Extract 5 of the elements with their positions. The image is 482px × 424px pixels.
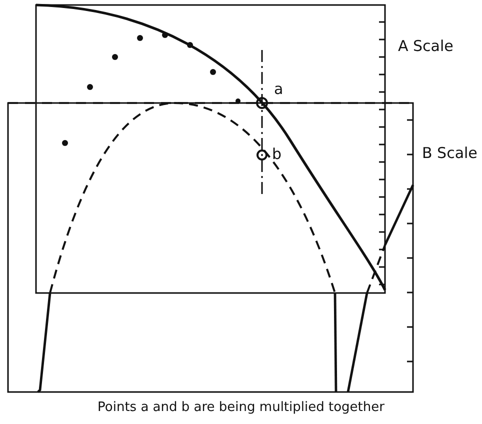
scale-label: A Scale (398, 39, 454, 54)
point-label: b (272, 147, 282, 162)
caption: Points a and b are being multiplied together (96, 401, 386, 414)
scale-label: B Scale (422, 146, 478, 161)
point-label: a (274, 82, 284, 97)
